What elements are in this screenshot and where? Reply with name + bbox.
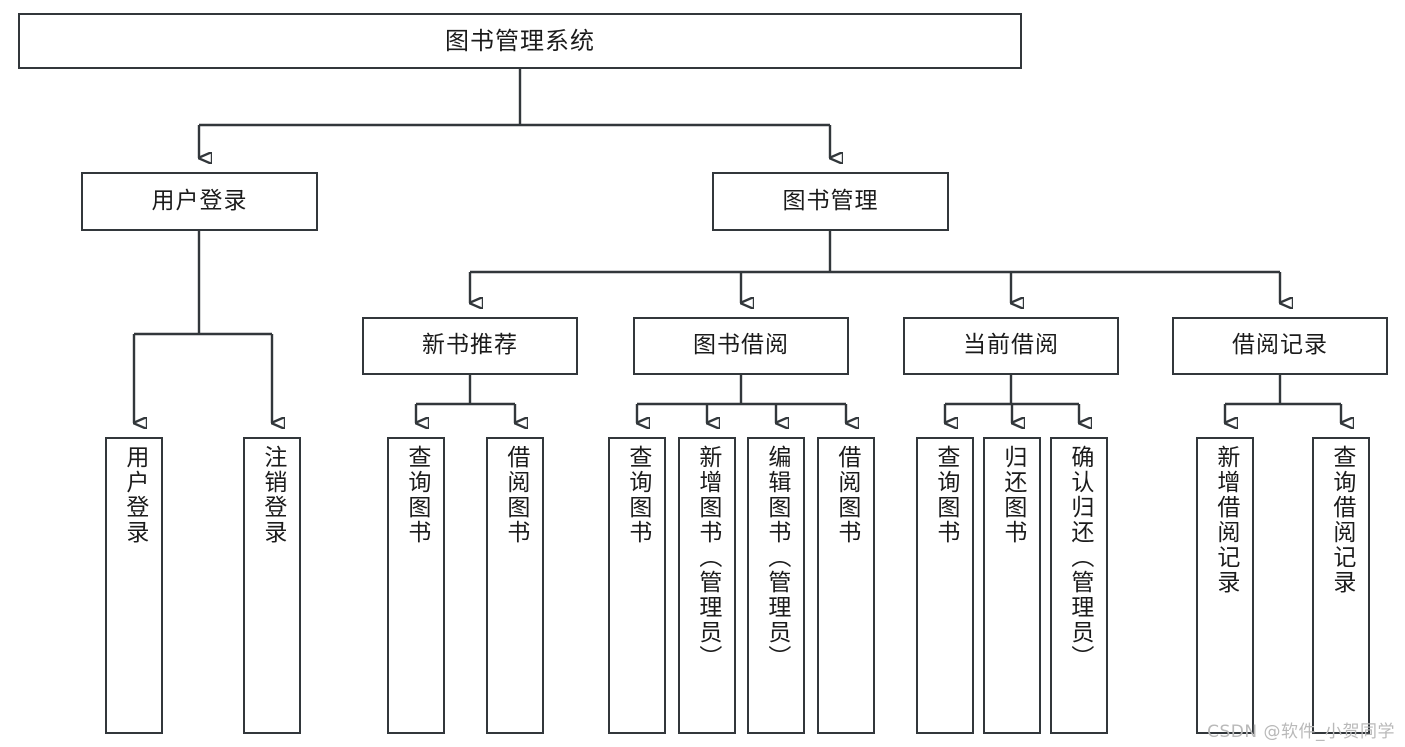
- node-book-management[interactable]: 图书管理: [712, 172, 949, 231]
- node-label: 图书管理系统: [445, 26, 595, 55]
- node-borrow-record[interactable]: 借阅记录: [1172, 317, 1388, 375]
- leaf-user-login[interactable]: 用户登录: [105, 437, 163, 734]
- leaf-borrow-query-book[interactable]: 查询图书: [608, 437, 666, 734]
- leaf-current-query-book[interactable]: 查询图书: [916, 437, 974, 734]
- node-current-borrow[interactable]: 当前借阅: [903, 317, 1119, 375]
- leaf-add-borrow-record[interactable]: 新增借阅记录: [1196, 437, 1254, 734]
- node-root-system[interactable]: 图书管理系统: [18, 13, 1022, 69]
- leaf-recommend-borrow-book[interactable]: 借阅图书: [486, 437, 544, 734]
- node-label: 查询图书: [624, 445, 651, 545]
- node-label: 编辑图书（管理员）: [763, 445, 790, 670]
- leaf-query-borrow-record[interactable]: 查询借阅记录: [1312, 437, 1370, 734]
- node-label: 查询借阅记录: [1328, 445, 1355, 595]
- node-label: 用户登录: [151, 187, 248, 214]
- node-user-login[interactable]: 用户登录: [81, 172, 318, 231]
- node-label: 当前借阅: [963, 332, 1059, 359]
- leaf-user-logout[interactable]: 注销登录: [243, 437, 301, 734]
- node-label: 新书推荐: [422, 332, 518, 359]
- node-label: 新增借阅记录: [1212, 445, 1239, 595]
- leaf-add-book-admin[interactable]: 新增图书（管理员）: [678, 437, 736, 734]
- node-label: 借阅记录: [1232, 332, 1328, 359]
- edge-root-to-level2: [197, 69, 830, 158]
- node-label: 新增图书（管理员）: [694, 445, 721, 670]
- edge-borrow-record-to-leaves: [1223, 375, 1341, 423]
- node-label: 归还图书: [999, 445, 1026, 545]
- edge-new-book-rec-to-leaves: [414, 375, 515, 423]
- node-label: 查询图书: [932, 445, 959, 545]
- edge-book-borrow-to-leaves: [635, 375, 846, 423]
- edge-current-borrow-to-leaves: [943, 375, 1079, 423]
- edge-user-login-to-leaves: [132, 231, 272, 423]
- node-label: 图书管理: [782, 187, 879, 214]
- node-label: 图书借阅: [693, 332, 789, 359]
- node-book-borrow[interactable]: 图书借阅: [633, 317, 849, 375]
- node-label: 查询图书: [403, 445, 430, 545]
- node-label: 注销登录: [259, 445, 286, 545]
- node-label: 确认归还（管理员）: [1066, 445, 1093, 670]
- leaf-confirm-return-admin[interactable]: 确认归还（管理员）: [1050, 437, 1108, 734]
- leaf-return-book[interactable]: 归还图书: [983, 437, 1041, 734]
- csdn-watermark: CSDN @软件_小贺同学: [1207, 722, 1395, 742]
- leaf-borrow-book[interactable]: 借阅图书: [817, 437, 875, 734]
- leaf-edit-book-admin[interactable]: 编辑图书（管理员）: [747, 437, 805, 734]
- node-new-book-recommend[interactable]: 新书推荐: [362, 317, 578, 375]
- node-label: 借阅图书: [502, 445, 529, 545]
- node-label: 用户登录: [121, 445, 148, 545]
- edge-book-manage-to-level3: [468, 231, 1280, 303]
- node-label: 借阅图书: [833, 445, 860, 545]
- leaf-recommend-query-book[interactable]: 查询图书: [387, 437, 445, 734]
